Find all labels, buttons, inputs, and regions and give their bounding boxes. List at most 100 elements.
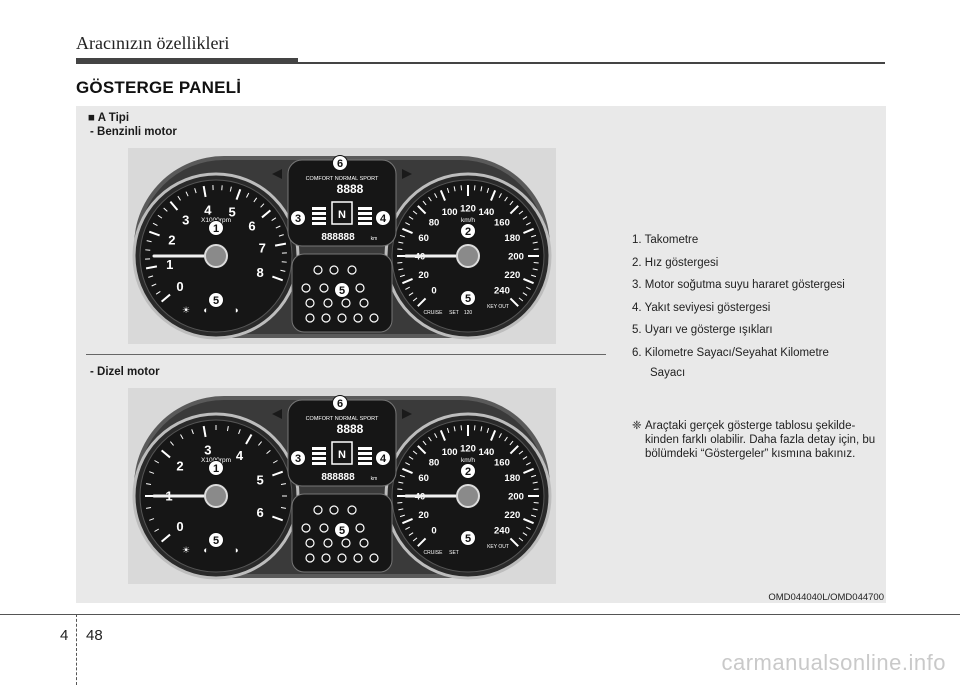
cluster-0-tach-tick	[278, 234, 284, 237]
cluster-0-digits: 8888	[337, 182, 364, 196]
cluster-1-speed-tick-label: 200	[508, 491, 524, 502]
chapter-number: 4	[60, 627, 69, 644]
cluster-0-odometer: 888888	[321, 232, 355, 243]
cluster-0-tach-tick	[260, 203, 265, 208]
cluster-0-speed-tick	[509, 205, 519, 215]
cluster-0-temp-bar	[312, 212, 326, 215]
cluster-1-speed-tick-label: 100	[442, 447, 458, 458]
cluster-0-speed-tick	[480, 186, 483, 192]
cluster-0-speed-tick-label: 0	[431, 285, 436, 296]
cluster-1-speed-tick	[405, 462, 411, 466]
cluster-1-cruise-label: CRUISE	[424, 550, 444, 556]
cluster-1-tach-tick	[180, 434, 184, 440]
cluster-1-tach-tick	[160, 533, 171, 543]
cluster-1-speed-tick	[532, 508, 538, 511]
header-rule-thick	[76, 58, 298, 64]
cluster-1-warning-lamp-icon	[353, 553, 363, 563]
type-label: ■ A Tipi	[88, 112, 130, 124]
cluster-0-speed-tick-label: 220	[504, 270, 520, 281]
cluster-0-tach-tick	[146, 240, 152, 243]
cluster-1-speed-tick	[453, 426, 456, 432]
cluster-1-speed-unit: km/h	[461, 457, 475, 464]
cluster-0-warning-lamp-icon	[305, 313, 315, 323]
cluster-1-warning-lamp-icon	[305, 538, 315, 548]
footer-margin-line	[76, 614, 77, 685]
legend-list: 1. Takometre 2. Hız göstergesi 3. Motor …	[632, 229, 882, 381]
cluster-0-callout-warning-lights-right-circle	[460, 290, 476, 306]
cluster-1-warning-lamp-icon	[323, 538, 333, 548]
cluster-1-warning-lamp-icon	[319, 523, 329, 533]
cluster-1-speed-tick-label: 140	[478, 447, 494, 458]
cluster-1-tach-tick	[169, 441, 174, 446]
cluster-1-tach-tick	[226, 425, 229, 432]
cluster-1-tach-tick-label: 2	[176, 458, 183, 473]
cluster-0-tach-tick-label: 4	[204, 202, 212, 217]
cluster-0-tach-tick-label: 3	[182, 213, 189, 228]
cluster-1-headlamp-icon: ☀	[182, 545, 190, 555]
cluster-1-speed-tick	[498, 433, 502, 439]
cluster-0-warning-lamp-icon	[329, 265, 339, 275]
note-text: Araçtaki gerçek gösterge tablosu şekilde…	[645, 420, 876, 460]
cluster-0-tach-tick-label: 1	[166, 257, 173, 272]
cluster-1-gear-indicator-icon	[331, 441, 353, 465]
cluster-0-left-arrow-icon	[272, 169, 282, 179]
cluster-1-tach-tick	[258, 441, 263, 446]
cluster-1-speed-tick	[439, 430, 446, 441]
cluster-0-headlamp-icon: ☀	[182, 305, 190, 315]
cluster-0-temp-bar	[312, 222, 326, 225]
cluster-0-tach-tick	[271, 217, 277, 221]
cluster-1-callout-warning-lights-right-circle	[460, 530, 476, 546]
cluster-1-warning-lamp-icon	[321, 553, 331, 563]
cluster-0-tach-tick-label: 2	[168, 233, 175, 248]
cluster-1-callout-tachometer-circle	[208, 460, 224, 476]
cluster-1-fuel-bar	[358, 462, 372, 465]
cluster-0-callout-warning-lights-left-label: 5	[213, 295, 219, 307]
cluster-1-speed-tick	[531, 474, 537, 478]
cluster-0-warning-lamp-icon	[301, 283, 311, 293]
cluster-1-warning-lamp-icon	[337, 553, 347, 563]
cluster-1-beam-icon: ◐	[203, 545, 208, 555]
cluster-0-odo-unit: km	[371, 236, 378, 242]
cluster-1-speed-tick-label: 60	[418, 473, 429, 484]
cluster-1-speed-tick	[490, 430, 497, 441]
cluster-1-warning-lamp-icon	[301, 523, 311, 533]
cluster-1-tach-tick-label: 6	[257, 505, 264, 520]
cluster-1-speed-tick-label: 220	[504, 510, 520, 521]
cluster-1-temp-bar	[312, 457, 326, 460]
cluster-1-speed-tick	[408, 532, 414, 536]
cluster-0-gear-indicator-icon	[331, 201, 353, 225]
cluster-0-speed-tick-label: 100	[442, 207, 458, 218]
cluster-0-tach-tick	[272, 275, 284, 282]
cluster-1-warning-lamp-icon	[355, 523, 365, 533]
cluster-0-tach-tick	[145, 265, 158, 270]
cluster-0-speed-tick	[525, 222, 531, 226]
cluster-1-tach-tick-label: 0	[176, 519, 183, 534]
cluster-1-speed-tick	[509, 445, 519, 455]
cluster-0-speed-tick	[531, 234, 537, 238]
running-head: Aracınızın özellikleri	[76, 33, 230, 53]
cluster-0-speed-tick	[408, 216, 414, 220]
cluster-1-mode-text: COMFORT NORMAL SPORT	[306, 416, 379, 422]
cluster-0-speed-tick	[522, 292, 528, 296]
cluster-1-rear-fog-icon: ◑	[233, 545, 238, 555]
cluster-1-fuel-bar	[358, 447, 372, 450]
cluster-0-tach-tick	[148, 230, 160, 237]
cluster-1-fuel-bar	[358, 457, 372, 460]
cluster-0-speed-tick	[498, 193, 502, 199]
cluster-0-speed-tick	[522, 216, 528, 220]
cluster-0-speed-tick	[417, 205, 427, 215]
cluster-0-callout-fuel-gauge-circle	[375, 210, 391, 226]
cluster-0-callout-temp-gauge-circle	[290, 210, 306, 226]
cluster-1-right-arrow-icon	[402, 409, 412, 419]
legend-item-temp-gauge: 3. Motor soğutma suyu hararet göstergesi	[632, 279, 845, 292]
cluster-0-speed-tick-label: 160	[494, 217, 510, 228]
cluster-0-speed-tick-label: 120	[460, 203, 476, 214]
cluster-1-speed-tick	[518, 537, 524, 542]
cluster-0-speed-tick	[402, 278, 413, 285]
diesel-engine-label: - Dizel motor	[90, 366, 160, 378]
cluster-1-left-arrow-icon	[272, 409, 282, 419]
cluster-0-tach-tick	[157, 214, 163, 219]
cluster-0-tach-tick	[274, 242, 287, 247]
cluster-1-callout-speedometer-label: 2	[465, 466, 471, 478]
cluster-1-warning-lamp-icon	[305, 553, 315, 563]
